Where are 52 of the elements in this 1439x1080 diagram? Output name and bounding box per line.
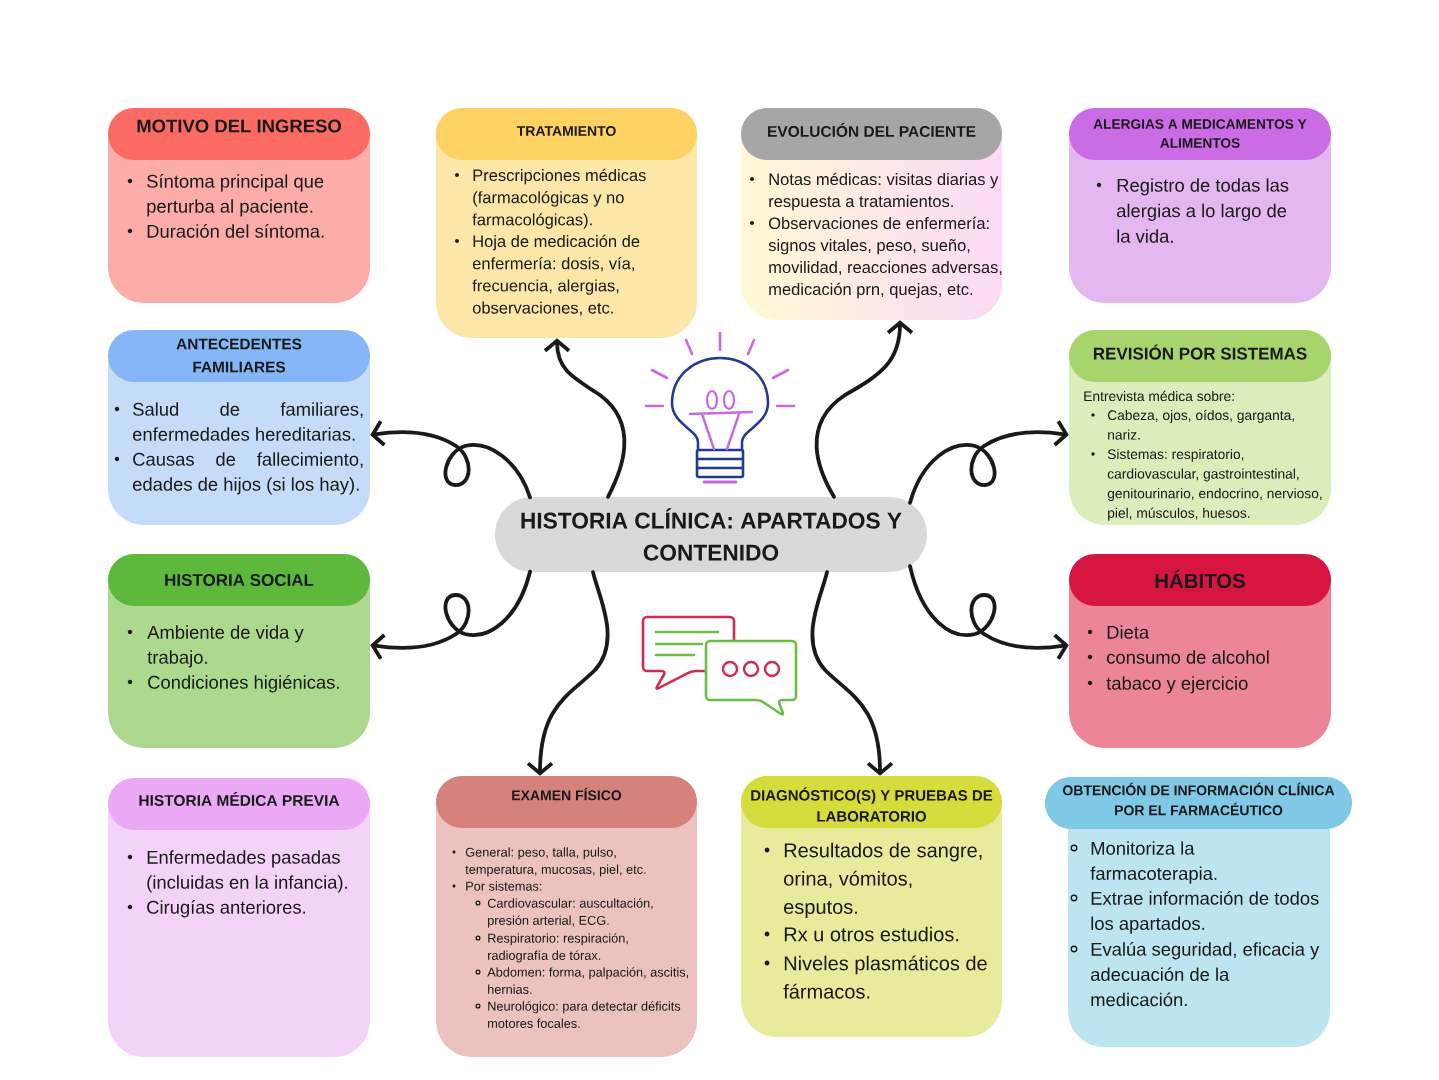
list-item: Síntoma principal que perturba al paciente. — [147, 174, 324, 217]
card-header: HISTORIA MÉDICA PREVIA — [108, 778, 370, 830]
list-item: Rx u otros estudios. — [784, 926, 959, 942]
curved-arrow — [908, 564, 1069, 660]
list-item: Salud de familiares, enfermedades hereditarias. — [133, 402, 363, 441]
list-item: Condiciones higiénicas. — [148, 675, 339, 693]
list-item: Notas médicas: visitas diarias y respuesta a tratamientos. — [769, 172, 999, 211]
list-item: Registro de todas las alergias a lo largo de la vida. — [1117, 178, 1289, 243]
list-item: Por sistemas: — [466, 881, 542, 891]
list-item: Observaciones de enfermería: signos vitales, peso, sueño, movilidad, reacciones adversas, medicación prn, quejas, etc. — [768, 216, 1002, 299]
list-item: Hoja de medicación de enfermería: dosis, vía, frecuencia, alergias, observaciones, etc. — [472, 234, 640, 316]
list-item: Extrae información de todos los apartados. — [1091, 891, 1319, 934]
list-item: consumo de alcohol — [1107, 650, 1269, 664]
list-item: Cardiovascular: auscultación, presión arterial, ECG. — [487, 898, 653, 928]
curved-arrow — [370, 569, 532, 660]
list-item: Respiratorio: respiración, radiografía de tórax. — [488, 933, 628, 963]
list-item: Niveles plasmáticos de fármacos. — [783, 955, 987, 999]
card-header: EVOLUCIÓN DEL PACIENTE — [741, 108, 1002, 160]
curved-arrow — [814, 320, 914, 499]
card-header: REVISIÓN POR SISTEMAS — [1069, 330, 1331, 382]
card-header: ALERGIAS A MEDICAMENTOS Y ALIMENTOS — [1069, 108, 1331, 160]
list-item: Duración del síntoma. — [147, 224, 324, 238]
list-item: Prescripciones médicas (farmacológicas y no farmacológicas). — [472, 168, 646, 229]
card-header: OBTENCIÓN DE INFORMACIÓN CLÍNICA POR EL FARMACÉUTICO — [1045, 777, 1352, 829]
card-header: TRATAMIENTO — [436, 108, 697, 160]
list-item: Cabeza, ojos, oídos, garganta, nariz. — [1107, 409, 1294, 440]
list-item: Abdomen: forma, palpación, ascitis, hernias. — [487, 967, 688, 994]
curved-arrow — [543, 338, 627, 499]
card-header: MOTIVO DEL INGRESO — [108, 108, 370, 160]
card-header: HÁBITOS — [1069, 554, 1331, 606]
list-item: Neurológico: para detectar déficits motores focales. — [488, 1001, 681, 1028]
curved-arrow — [908, 420, 1069, 505]
list-item: tabaco y ejercicio — [1106, 676, 1248, 694]
list-item: Enfermedades pasadas (incluidas en la infancia). — [147, 850, 347, 893]
topic-box: HISTORIA CLÍNICA: APARTADOS Y CONTENIDO — [495, 497, 927, 572]
curved-arrow — [526, 570, 610, 776]
list-item: Causas de fallecimiento, edades de hijos (si los hay). — [133, 452, 363, 495]
list-item: Dieta — [1107, 625, 1150, 639]
list-item: Cirugías anteriores. — [147, 900, 306, 918]
card-header: ANTECEDENTES FAMILIARES — [108, 330, 370, 382]
list-item: Ambiente de vida y trabajo. — [147, 625, 304, 668]
card-header: DIAGNÓSTICO(S) Y PRUEBAS DE LABORATORIO — [741, 776, 1002, 828]
list-item: Sistemas: respiratorio, cardiovascular, gastrointestinal, genitourinario, endocrino, nervioso, piel, músculos, huesos. — [1107, 448, 1322, 521]
list-item: Resultados de sangre, orina, vómitos, esputos. — [784, 842, 982, 918]
body-text: Entrevista médica sobre: — [1084, 390, 1234, 402]
list-item: General: peso, talla, pulso, temperatura, mucosas, piel, etc. — [465, 847, 646, 877]
curved-arrow — [370, 420, 532, 500]
card-header: EXAMEN FÍSICO — [436, 776, 697, 828]
card-header: HISTORIA SOCIAL — [108, 554, 370, 606]
curved-arrow — [810, 570, 894, 776]
list-item: Monitoriza la farmacoterapia. — [1090, 841, 1217, 884]
list-item: Evalúa seguridad, eficacia y adecuación de la medicación. — [1091, 942, 1320, 1007]
